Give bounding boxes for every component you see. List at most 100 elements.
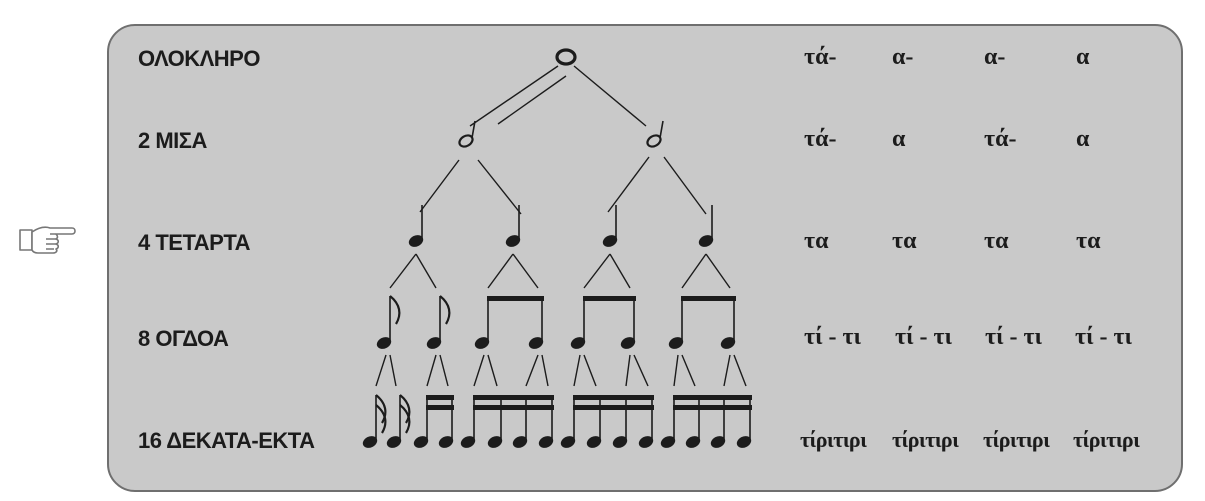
syllable: τα [804,228,829,254]
note-beam [473,405,554,410]
eighth-note-head [376,337,392,349]
syllable: α [1076,44,1090,70]
note-beam [673,395,752,400]
connector-line [607,156,650,213]
connector-line [541,354,549,387]
quarter-note-head [505,235,521,247]
connector-line [375,354,387,387]
syllable: τα [1076,228,1101,254]
pointing-hand-icon [19,226,76,254]
connector-line [426,354,437,387]
syllable: τά- [984,126,1017,152]
note-beam [583,296,636,301]
sixteenth-note-head [638,436,654,448]
syllable: τίριτιρι [800,427,867,452]
sixteenth-note-head [512,436,528,448]
sixteenth-note-head [710,436,726,448]
syllable: τίριτιρι [892,427,959,452]
connector-line [487,253,514,289]
connector-line [625,354,631,387]
row-label-sixteenth: 16 ΔΕΚΑΤΑ-ΕΚΤΑ [138,428,315,453]
connector-line [389,354,397,387]
note-beam [473,395,554,400]
note-beam [426,395,454,400]
note-beam [426,405,454,410]
note-flag [375,404,387,434]
connector-line [583,354,597,387]
connector-line [609,253,631,289]
connector-line [439,354,449,387]
note-beam [573,395,654,400]
connector-line [573,354,581,387]
sixteenth-note-head [487,436,503,448]
note-stem [471,120,476,139]
row-label-whole: ΟΛΟΚΛΗΡΟ [138,46,260,71]
connector-line [525,354,539,387]
eighth-note-head [528,337,544,349]
note-flag [399,394,411,424]
note-flag [389,295,401,325]
syllable: τί - τι [895,324,952,350]
eighth-note-head [720,337,736,349]
quarter-note-head [408,235,424,247]
syllable: τί - τι [804,324,861,350]
rhythm-panel [107,24,1183,492]
quarter-note-head [698,235,714,247]
eighth-note-head [426,337,442,349]
syllable: α- [892,44,914,70]
syllable: α- [984,44,1006,70]
sixteenth-note-head [386,436,402,448]
connector-line [487,354,498,387]
sixteenth-note-head [460,436,476,448]
syllable: τά- [804,126,837,152]
connector-line [389,253,417,289]
syllable: τίριτιρι [983,427,1050,452]
syllable: τα [892,228,917,254]
sixteenth-note-head [586,436,602,448]
connector-line [681,354,696,387]
syllable: α [892,126,906,152]
connector-line [497,75,567,125]
syllable: τα [984,228,1009,254]
connector-line [663,156,707,215]
note-flag [375,394,387,424]
note-beam [573,405,654,410]
connector-line [477,159,522,215]
row-label-quarter: 4 ΤΕΤΑΡΤΑ [138,230,251,255]
note-stem [659,120,664,139]
sixteenth-note-head [685,436,701,448]
sixteenth-note-head [413,436,429,448]
connector-line [473,354,485,387]
connector-line [705,253,731,289]
connector-line [583,253,611,289]
syllable: α [1076,126,1090,152]
note-beam [681,296,736,301]
connector-line [673,354,679,387]
connector-line [573,65,647,127]
syllable: τίριτιρι [1073,427,1140,452]
sixteenth-note-head [560,436,576,448]
sixteenth-note-head [612,436,628,448]
sixteenth-note-head [438,436,454,448]
connector-line [633,354,649,387]
sixteenth-note-head [736,436,752,448]
connector-line [512,253,539,289]
connector-line [723,354,731,387]
eighth-note-head [668,337,684,349]
row-label-half: 2 ΜΙΣΑ [138,128,207,153]
sixteenth-note-head [538,436,554,448]
connector-line [415,253,437,289]
connector-line [733,354,747,387]
eighth-note-head [620,337,636,349]
connector-line [469,65,559,127]
syllable: τά- [804,44,837,70]
syllable: τί - τι [1075,324,1132,350]
sixteenth-note-head [362,436,378,448]
connector-line [419,159,460,213]
note-flag [439,295,451,325]
note-beam [673,405,752,410]
syllable: τί - τι [985,324,1042,350]
connector-line [681,253,707,289]
note-beam [487,296,544,301]
